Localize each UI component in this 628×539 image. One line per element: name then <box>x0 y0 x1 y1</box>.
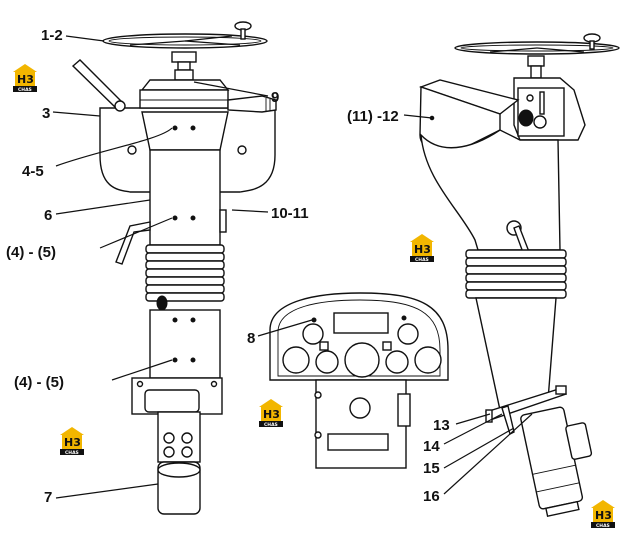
label-6: 6 <box>44 207 52 224</box>
label-13: 13 <box>433 417 450 434</box>
bellows-left <box>145 244 225 302</box>
leader-lines <box>52 35 533 499</box>
logo-icon: H3 CHAS <box>259 399 283 428</box>
label-8: 8 <box>247 330 255 347</box>
svg-text:CHAS: CHAS <box>264 422 278 428</box>
logo-icon: H3 CHAS <box>13 64 37 93</box>
right-assembly <box>418 33 620 517</box>
svg-text:H3: H3 <box>263 408 280 421</box>
svg-text:CHAS: CHAS <box>596 523 610 529</box>
svg-text:H3: H3 <box>595 509 612 522</box>
logo-icon: H3 CHAS <box>410 234 434 263</box>
svg-text:H3: H3 <box>64 436 81 449</box>
label-7: 7 <box>44 489 52 506</box>
logo-icon: H3 CHAS <box>591 500 615 529</box>
label-4-5: 4-5 <box>22 163 44 180</box>
svg-text:CHAS: CHAS <box>18 87 32 93</box>
label-3: 3 <box>42 105 50 122</box>
watermark-logos: H3 CHAS H3 CHAS H3 CHAS H3 CHAS <box>13 64 615 529</box>
label-14: 14 <box>423 438 440 455</box>
svg-text:CHAS: CHAS <box>415 257 429 263</box>
bellows-right <box>465 249 567 299</box>
label-4-5-upper: (4) - (5) <box>6 244 56 261</box>
logo-icon: H3 CHAS <box>60 427 84 456</box>
label-11-12: (11) -12 <box>347 108 399 125</box>
label-9: 9 <box>271 89 279 106</box>
part-labels: 1-2 3 4-5 6 (4) - (5) (4) - (5) 7 8 9 10… <box>6 27 450 506</box>
label-16: 16 <box>423 488 440 505</box>
label-1-2: 1-2 <box>41 27 63 44</box>
svg-text:CHAS: CHAS <box>65 450 79 456</box>
label-15: 15 <box>423 460 440 477</box>
left-assembly <box>71 21 277 515</box>
svg-text:H3: H3 <box>17 73 34 86</box>
instrument-panel <box>269 292 449 469</box>
label-10-11: 10-11 <box>271 205 309 222</box>
label-4-5-lower: (4) - (5) <box>14 374 64 391</box>
svg-text:H3: H3 <box>414 243 431 256</box>
